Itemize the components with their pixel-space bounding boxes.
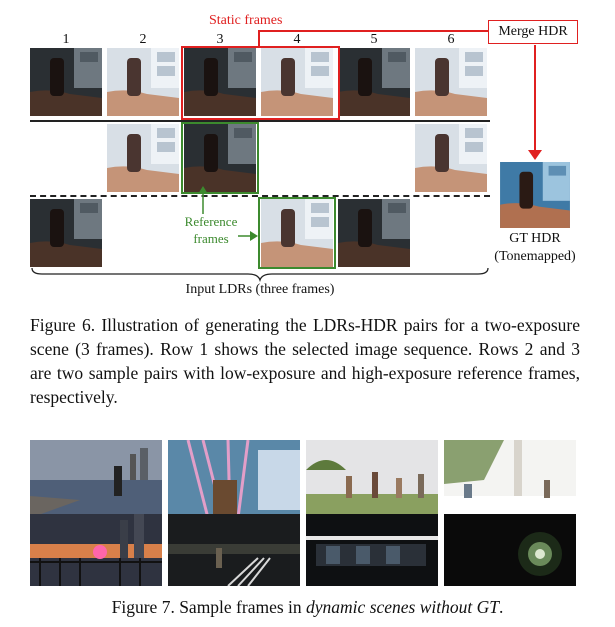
- row1-frame-2: [107, 48, 179, 116]
- row2-frame-6: [415, 124, 487, 192]
- static-frames-label: Static frames: [209, 13, 283, 28]
- reference-arrow-up: [198, 186, 208, 214]
- figure-7-caption-prefix: Figure 7. Sample frames in: [111, 597, 307, 617]
- figure-7-caption-suffix: .: [499, 597, 504, 617]
- gt-label-line2: (Tonemapped): [494, 249, 576, 264]
- scene-waterfront: [30, 440, 162, 518]
- merge-hdr-box: Merge HDR: [488, 20, 578, 44]
- row2-reference-box: [181, 122, 259, 194]
- reference-label-line1: Reference: [184, 214, 238, 229]
- reference-frames-label: Reference frames: [176, 213, 246, 247]
- static-frames-connector: [258, 30, 488, 32]
- row1-frame-6: [415, 48, 487, 116]
- row3-frame-1: [30, 199, 102, 267]
- scene-sunset-railing: [30, 514, 162, 586]
- row-separator: [30, 120, 490, 122]
- scene-park-people: [306, 440, 438, 518]
- gt-label-line1: GT HDR: [509, 231, 561, 246]
- figure-7-caption: Figure 7. Sample frames in dynamic scene…: [0, 597, 615, 618]
- scene-bright-park: [444, 440, 576, 518]
- figure-7-caption-italic: dynamic scenes without GT: [306, 597, 499, 617]
- merge-arrow-head: [528, 150, 542, 160]
- scene-tree-lights: [168, 440, 300, 518]
- row3-frame-5: [338, 199, 410, 267]
- frame-number-1: 1: [62, 32, 70, 47]
- row1-frame-1: [30, 48, 102, 116]
- frame-number-5: 5: [370, 32, 378, 47]
- row-dashed-separator: [30, 195, 490, 197]
- gt-hdr-label: GT HDR (Tonemapped): [480, 230, 590, 266]
- scene-night-street: [168, 514, 300, 586]
- row1-frame-5: [338, 48, 410, 116]
- static-frames-box: [181, 46, 340, 120]
- reference-label-line2: frames: [193, 231, 229, 246]
- input-ldrs-label: Input LDRs (three frames): [185, 282, 335, 297]
- input-brace: [31, 267, 489, 282]
- scene-night-garden: [444, 514, 576, 586]
- frame-number-2: 2: [139, 32, 147, 47]
- frame-number-6: 6: [447, 32, 455, 47]
- merge-arrow-line: [534, 45, 536, 153]
- reference-arrow-right: [238, 231, 258, 241]
- static-frames-connector-tick: [258, 30, 260, 48]
- frame-number-4: 4: [293, 32, 301, 47]
- row3-reference-box: [258, 197, 336, 269]
- figure-6-caption: Figure 6. Illustration of generating the…: [30, 315, 580, 407]
- row2-frame-2: [107, 124, 179, 192]
- gt-hdr-image: [498, 162, 572, 228]
- frame-number-3: 3: [216, 32, 224, 47]
- scene-night-station: [306, 514, 438, 586]
